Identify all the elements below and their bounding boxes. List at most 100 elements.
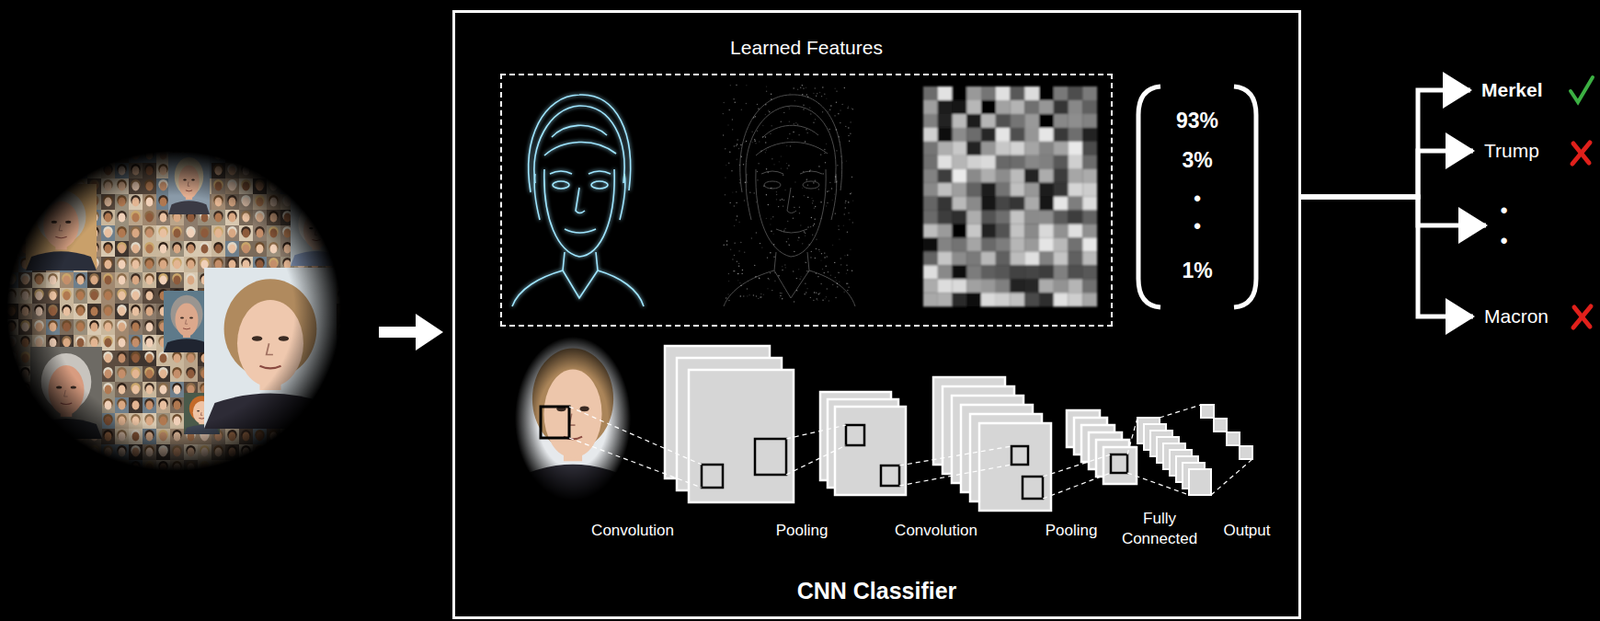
collage-tiles-part-part bbox=[22, 322, 30, 332]
collage-tiles-part-part bbox=[128, 178, 143, 195]
collage-tiles-part bbox=[87, 444, 102, 460]
collage-tiles-part bbox=[335, 334, 350, 351]
collage-tiles-part bbox=[142, 194, 157, 210]
collage-tiles-part bbox=[321, 178, 336, 195]
collage-tiles-part-part bbox=[18, 381, 33, 398]
collage-tiles-part-part bbox=[270, 213, 278, 223]
collage-tiles-part bbox=[335, 287, 350, 304]
collage-tiles-part-part bbox=[114, 194, 129, 210]
collage-tiles-part bbox=[114, 194, 129, 210]
collage-tiles-part bbox=[335, 319, 350, 335]
collage-tiles-part bbox=[252, 428, 267, 445]
collage-tiles-part bbox=[142, 209, 157, 226]
collage-tiles-part-part bbox=[8, 228, 16, 239]
collage-tiles-part-part bbox=[187, 447, 195, 458]
collage-ground bbox=[4, 147, 345, 475]
collage-tiles-part-part bbox=[297, 432, 306, 442]
collage-tiles-part bbox=[183, 365, 198, 382]
collage-tiles-part bbox=[128, 147, 143, 163]
collage-tiles-part-part bbox=[225, 162, 240, 179]
collage-tiles-part-part bbox=[294, 444, 309, 460]
collage-tiles-part bbox=[294, 428, 309, 445]
collage-tiles-part-part bbox=[87, 287, 102, 304]
collage-tiles-part-part bbox=[32, 147, 46, 163]
collage-tiles-part-part bbox=[266, 178, 281, 195]
collage-tiles-part-part bbox=[63, 291, 71, 301]
collage-tiles-part bbox=[114, 240, 129, 257]
collage-tiles-part-part bbox=[156, 428, 171, 445]
collage-tiles-part bbox=[114, 365, 129, 382]
collage-tiles-part-part bbox=[18, 147, 33, 163]
collage-tiles-part-part bbox=[128, 350, 143, 366]
collage-tiles-part-part bbox=[22, 354, 30, 364]
collage-tiles-part bbox=[239, 225, 253, 241]
collage-tiles-part bbox=[128, 178, 143, 195]
collage-tiles-part bbox=[32, 147, 46, 163]
collage-tiles-part-part bbox=[252, 209, 267, 226]
collage-tiles-part-part bbox=[321, 444, 336, 460]
collage-tiles-part-part bbox=[239, 444, 253, 460]
collage-tiles-part-part bbox=[228, 150, 237, 160]
collage-tiles-part bbox=[197, 444, 212, 460]
collage-tiles-part bbox=[197, 225, 212, 241]
collage-tiles-part-part bbox=[325, 447, 333, 458]
collage-tiles-part-part bbox=[339, 307, 347, 317]
collage-tiles-part-part bbox=[325, 150, 333, 160]
collage-tiles-part-part bbox=[101, 412, 115, 429]
collage-tiles-part bbox=[128, 412, 143, 429]
collage-tiles-part-part bbox=[280, 444, 295, 460]
collage-tiles-part-part bbox=[160, 150, 168, 160]
collage-tiles-part-part bbox=[128, 319, 143, 335]
collage-tiles-part bbox=[101, 256, 115, 273]
collage-tiles-part-part bbox=[63, 275, 71, 286]
collage-tiles-part-part bbox=[146, 338, 154, 348]
collage-tiles-part-part bbox=[160, 385, 168, 395]
collage-tiles-part bbox=[156, 412, 171, 429]
collage-tiles-part-part bbox=[104, 166, 113, 176]
collage-tiles-part-part bbox=[91, 275, 99, 286]
collage-tiles-part-part bbox=[284, 213, 292, 223]
collage-tiles-part bbox=[101, 178, 115, 195]
collage-tiles-part-part bbox=[4, 272, 19, 288]
collage-tiles-part-part bbox=[59, 303, 74, 320]
collage-tiles-part-part bbox=[252, 194, 267, 210]
collage-tiles-part-part bbox=[146, 228, 154, 239]
collage-tiles-part-part bbox=[156, 178, 171, 195]
collage-tiles-part-part bbox=[132, 213, 140, 223]
collage-tiles-part-part bbox=[104, 291, 113, 301]
collage-tiles-part bbox=[266, 428, 281, 445]
collage-tiles-part-part bbox=[335, 412, 350, 429]
collage-tiles-part bbox=[114, 381, 129, 398]
collage-tiles-part-part bbox=[87, 444, 102, 460]
collage-tiles-part bbox=[239, 162, 253, 179]
collage-tiles-part-part bbox=[132, 228, 140, 239]
collage-tiles-part-part bbox=[132, 291, 140, 301]
collage-tiles-part-part bbox=[146, 275, 154, 286]
collage-tiles-part-part bbox=[114, 303, 129, 320]
collage-tiles-part-part bbox=[170, 240, 184, 257]
collage-tiles-part-part bbox=[118, 150, 126, 160]
collage-tiles-part bbox=[142, 178, 157, 195]
collage-tiles-part-part bbox=[4, 365, 19, 382]
collage-tiles-part bbox=[4, 381, 19, 398]
collage-tiles-part bbox=[170, 272, 184, 288]
collage-tiles-part-part bbox=[45, 162, 60, 179]
collage-tiles-part bbox=[252, 194, 267, 210]
collage-tiles-part bbox=[225, 178, 240, 195]
collage-tiles-part-part bbox=[132, 182, 140, 192]
collage-tiles-part-part bbox=[242, 182, 251, 192]
collage-tiles-part-part bbox=[308, 428, 322, 445]
collage-tiles-part bbox=[18, 287, 33, 304]
collage-tiles-part-part bbox=[35, 275, 44, 286]
collage-tiles-part bbox=[170, 240, 184, 257]
collage-tiles-part-part bbox=[142, 272, 157, 288]
collage-tiles-part-part bbox=[128, 303, 143, 320]
collage-tiles-part-part bbox=[128, 209, 143, 226]
collage-tiles-part-part bbox=[160, 275, 168, 286]
collage-tiles-part-part bbox=[35, 338, 44, 348]
collage-tiles-part-part bbox=[101, 303, 115, 320]
collage-tiles-part-part bbox=[321, 147, 336, 163]
collage-tiles-part-part bbox=[63, 307, 71, 317]
collage-tiles-part-part bbox=[266, 147, 281, 163]
collage-tiles-part bbox=[18, 365, 33, 382]
